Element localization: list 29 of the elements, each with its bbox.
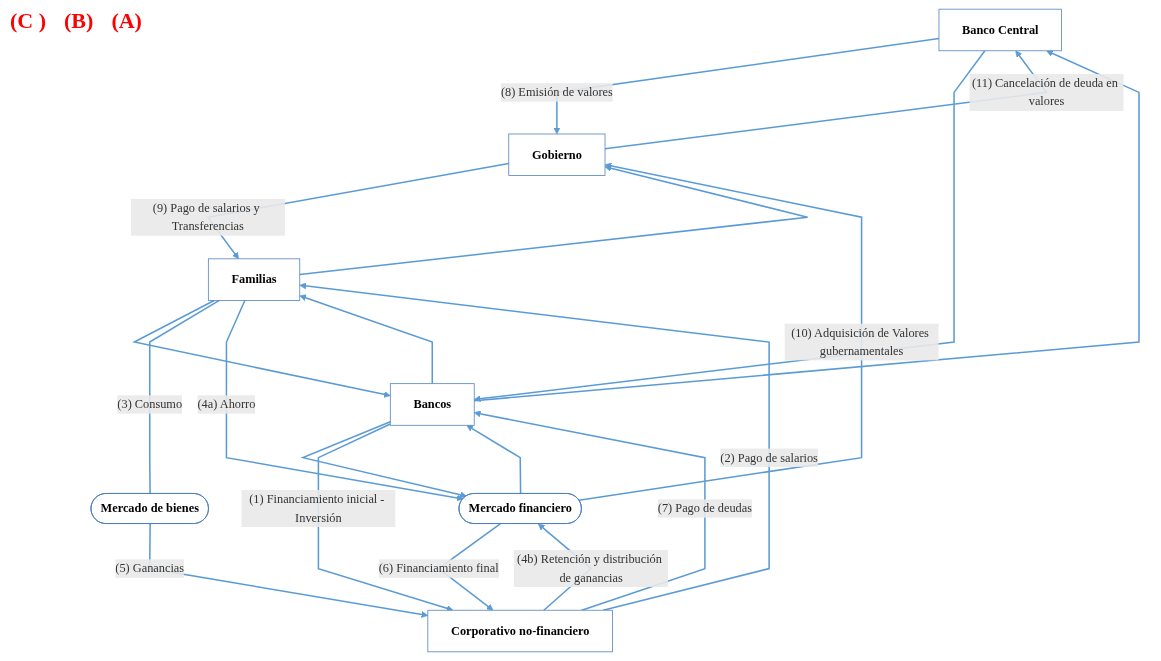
edge-label: (8) Emisión de valores	[500, 85, 613, 99]
arrow	[578, 162, 863, 501]
flow-marker-label: (C )	[10, 8, 47, 34]
edge-label: (1) Financiamiento inicial - Inversión	[249, 492, 385, 524]
arrow	[299, 294, 434, 385]
node-box: Banco Central	[938, 8, 1062, 52]
edge-label: (7) Pago de deudas	[657, 501, 752, 515]
node-box: Gobierno	[508, 133, 606, 176]
flow-marker-label: (A)	[111, 8, 142, 34]
edge-label: (3) Consumo	[117, 397, 183, 411]
arrow	[317, 423, 454, 612]
edge-label: (11) Cancelación de deuda en valores	[971, 76, 1119, 108]
edge-label: (6) Financiamiento final	[378, 561, 499, 575]
edge-label: (9) Pago de salarios y Transferencias	[152, 201, 260, 233]
arrow	[299, 164, 809, 276]
node-box: Bancos	[389, 383, 475, 426]
edge-label: (2) Pago de salarios	[720, 450, 818, 464]
edge-label: (10) Adquisición de Valores gubernamentales	[791, 325, 929, 358]
arrow	[225, 299, 464, 502]
arrow	[466, 424, 522, 495]
arrow	[300, 420, 467, 499]
node-box: Familias	[207, 258, 301, 301]
edge-label: (5) Ganancias	[115, 561, 185, 575]
flow-marker-label: (B)	[64, 8, 94, 34]
arrow	[132, 299, 391, 398]
edge-label: (4a) Ahorro	[197, 397, 256, 411]
node-box: Corporativo no-financiero	[427, 609, 613, 653]
edge-label: (4b) Retención y distribución de ganancias	[517, 552, 662, 585]
connector	[148, 299, 221, 495]
